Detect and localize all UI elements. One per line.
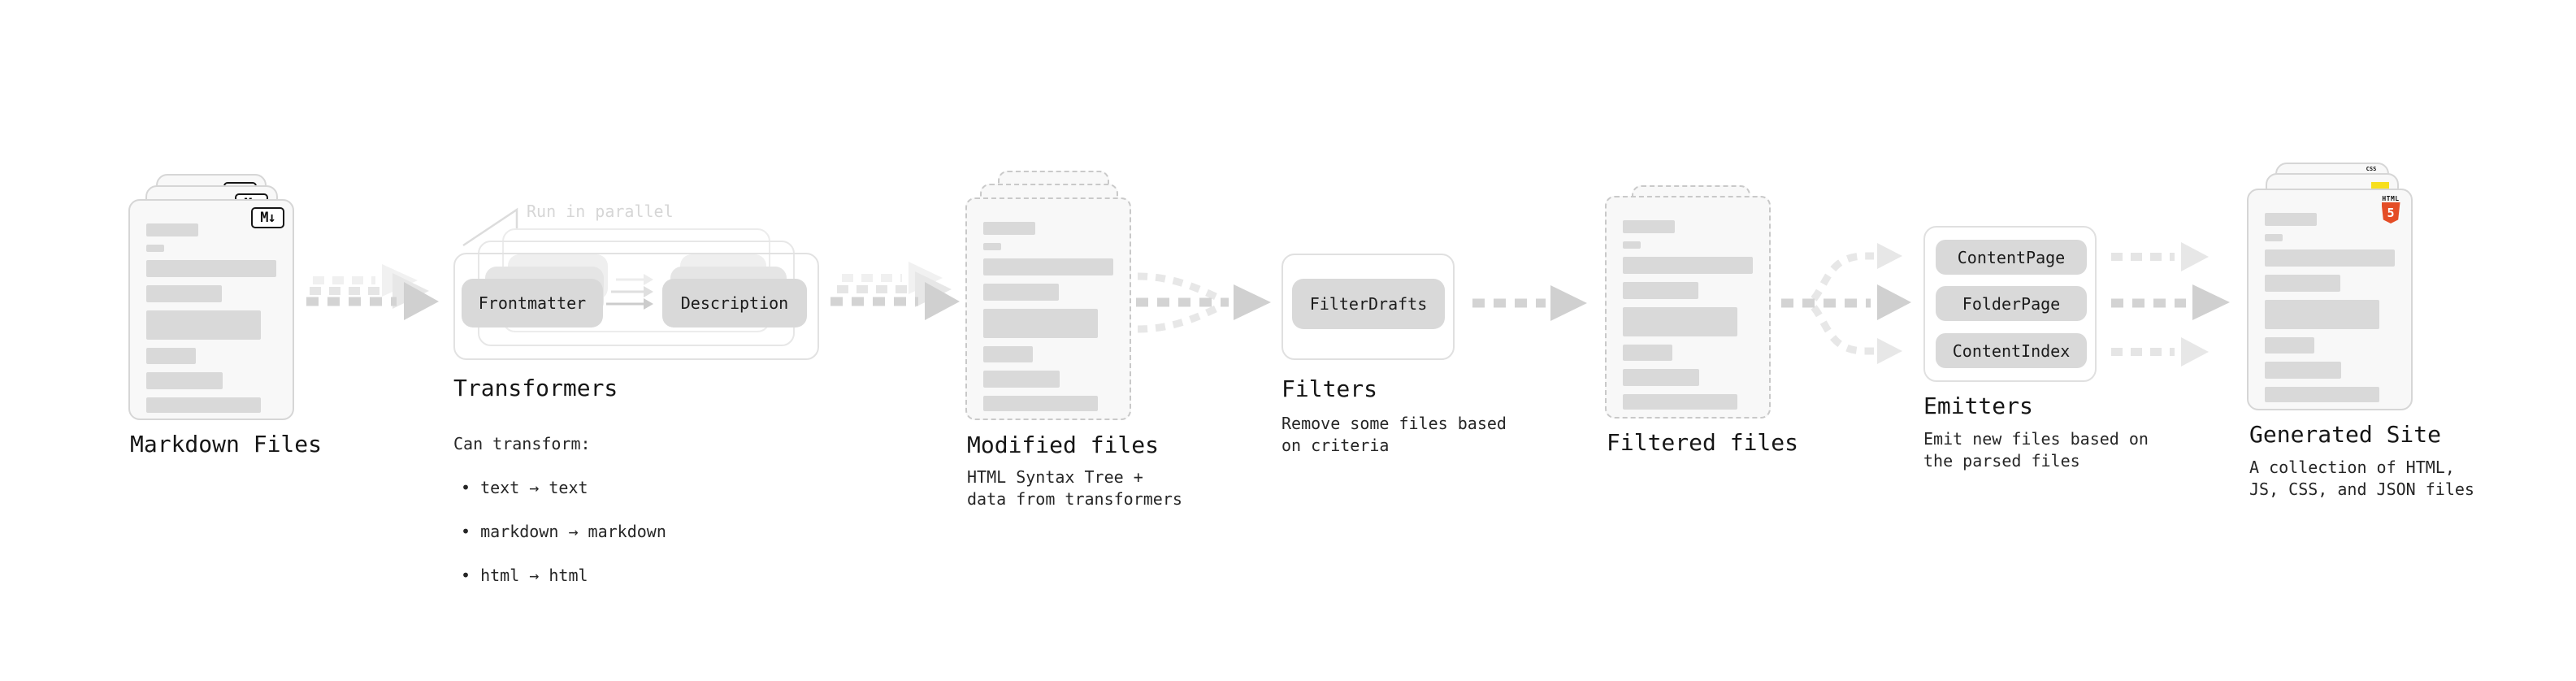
skeleton-text-bar (983, 309, 1098, 338)
markdown-files-label: Markdown Files (130, 431, 323, 458)
document-skeleton (146, 223, 276, 413)
skeleton-text-bar (983, 284, 1059, 301)
emitter-node-contentindex: ContentIndex (1936, 333, 2087, 368)
skeleton-text-bar (2265, 337, 2314, 354)
skeleton-text-bar (2265, 300, 2379, 329)
filter-node-filterdrafts: FilterDrafts (1292, 279, 1445, 329)
skeleton-text-bar (2265, 387, 2379, 402)
skeleton-text-bar (983, 371, 1060, 388)
arrow-transformers-to-modified (830, 262, 960, 320)
skeleton-text-bar (983, 258, 1113, 275)
skeleton-text-bar (983, 346, 1033, 362)
emitters-box: ContentPage FolderPage ContentIndex (1923, 226, 2097, 382)
html5-icon: HTML 5 (2380, 195, 2401, 223)
filtered-file-card-front (1605, 196, 1771, 419)
skeleton-text-bar (146, 310, 261, 340)
document-skeleton (983, 222, 1113, 411)
modified-file-card-front (965, 197, 1131, 420)
transformers-description: Can transform: • text → text • markdown … (453, 411, 666, 609)
arrow-emitters-to-generated (2111, 242, 2230, 367)
transformer-node-description: Description (662, 279, 807, 327)
emitters-description: Emit new files based on the parsed files (1923, 429, 2149, 471)
arrow-filtered-to-emitters (1781, 243, 1911, 364)
skeleton-text-bar (1623, 241, 1641, 249)
javascript-icon (2371, 182, 2389, 189)
skeleton-text-bar (146, 372, 223, 389)
skeleton-text-bar (2265, 234, 2283, 241)
skeleton-text-bar (2265, 249, 2395, 267)
skeleton-text-bar (983, 243, 1002, 250)
emitter-node-contentpage: ContentPage (1936, 240, 2087, 275)
arrow-markdown-to-transformers (306, 264, 439, 320)
document-skeleton (1623, 220, 1753, 410)
markdown-file-card-front: M↓ (128, 199, 294, 420)
skeleton-text-bar (1623, 369, 1700, 386)
skeleton-text-bar (983, 396, 1098, 411)
skeleton-text-bar (146, 223, 198, 236)
transform-bullet: • text → text (461, 478, 588, 497)
modified-files-label: Modified files (967, 432, 1160, 458)
filtered-files-label: Filtered files (1607, 429, 1799, 456)
transformer-node-frontmatter: Frontmatter (462, 279, 603, 327)
generated-site-label: Generated Site (2249, 421, 2442, 448)
skeleton-text-bar (2265, 275, 2340, 292)
skeleton-text-bar (2265, 213, 2317, 226)
skeleton-text-bar (1623, 220, 1675, 233)
markdown-icon: M↓ (251, 207, 284, 228)
document-skeleton (2265, 213, 2395, 402)
skeleton-text-bar (146, 260, 276, 277)
skeleton-text-bar (983, 222, 1035, 235)
skeleton-text-bar (146, 397, 261, 413)
skeleton-text-bar (1623, 307, 1737, 336)
skeleton-text-bar (1623, 257, 1753, 274)
arrow-filters-to-filtered (1472, 285, 1587, 321)
annotation-leader-line (462, 207, 518, 247)
transform-bullet: • markdown → markdown (461, 522, 666, 541)
skeleton-text-bar (146, 348, 196, 364)
generated-file-card-front: HTML 5 (2247, 189, 2413, 410)
filters-box: FilterDrafts (1281, 254, 1455, 360)
emitters-label: Emitters (1923, 393, 2033, 419)
modified-files-description: HTML Syntax Tree + data from transformer… (967, 467, 1182, 509)
skeleton-text-bar (1623, 282, 1698, 299)
transformer-box-front (453, 253, 819, 360)
skeleton-text-bar (146, 245, 165, 252)
filters-description: Remove some files based on criteria (1281, 414, 1507, 455)
skeleton-text-bar (1623, 345, 1672, 361)
arrow-modified-to-filters (1136, 272, 1271, 333)
filters-label: Filters (1281, 375, 1378, 402)
emitter-node-folderpage: FolderPage (1936, 286, 2087, 321)
generated-site-description: A collection of HTML, JS, CSS, and JSON … (2249, 458, 2474, 499)
transform-note: Can transform: (453, 434, 591, 453)
skeleton-text-bar (146, 285, 222, 302)
skeleton-text-bar (1623, 394, 1737, 410)
parallel-transform-arrows (606, 274, 653, 310)
transform-bullet: • html → html (461, 566, 588, 585)
run-in-parallel-annotation: Run in parallel (527, 202, 674, 221)
skeleton-text-bar (2265, 362, 2342, 379)
transformers-label: Transformers (453, 375, 618, 401)
